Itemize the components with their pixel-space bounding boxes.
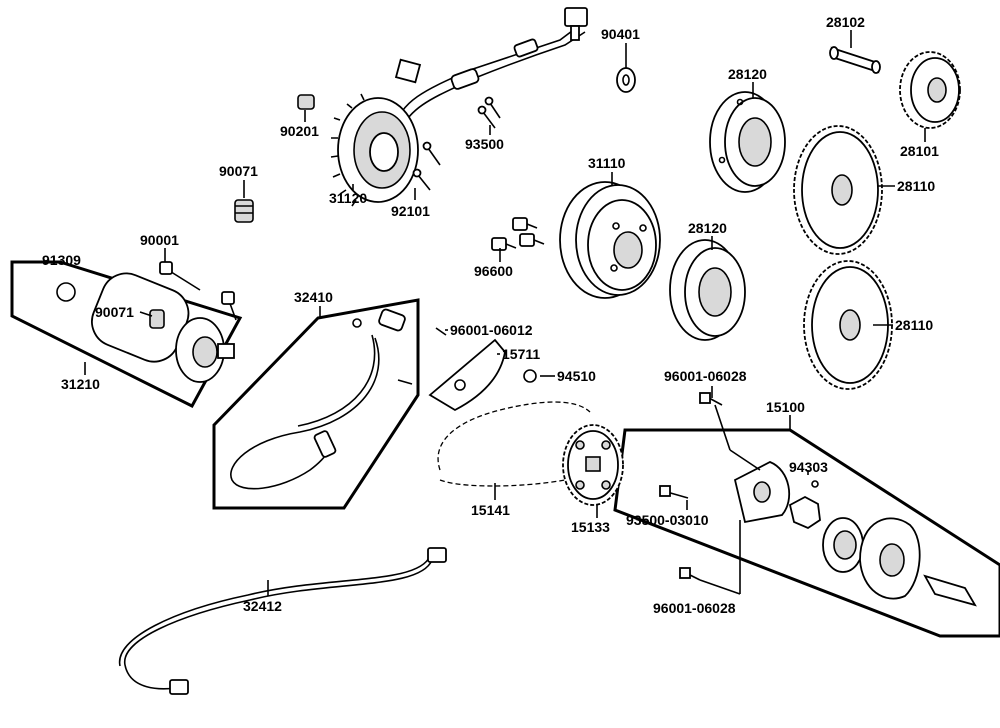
starter-gear-lower (803, 260, 893, 390)
label-94303: 94303 (789, 459, 828, 475)
label-15711: 15711 (502, 346, 540, 362)
label-32410: 32410 (294, 289, 333, 305)
label-96001-06028-bottom: 96001-06028 (653, 600, 736, 616)
label-90401: 90401 (601, 26, 640, 42)
washer-90401 (616, 67, 636, 93)
stator (330, 7, 588, 207)
label-90201: 90201 (280, 123, 319, 139)
shaft-28102 (829, 46, 881, 74)
starter-motor (56, 272, 235, 383)
flywheel (559, 181, 661, 299)
label-31210: 31210 (61, 376, 100, 392)
circlip-94510 (523, 369, 537, 383)
label-28110-lower: 28110 (895, 317, 933, 333)
gear-28101 (899, 51, 961, 129)
nut-90201 (297, 94, 315, 110)
label-96001-06012: 96001-06012 (450, 322, 533, 338)
bolts-90001 (159, 261, 237, 321)
label-90071-top: 90071 (219, 163, 258, 179)
screws-92101 (412, 141, 441, 191)
one-way-clutch-lower (669, 239, 746, 341)
label-94510: 94510 (557, 368, 596, 384)
label-28120-top: 28120 (728, 66, 767, 82)
leader-lines (12, 30, 926, 596)
one-way-clutch-top (709, 91, 786, 193)
oil-pump (659, 392, 977, 607)
label-28101: 28101 (900, 143, 939, 159)
label-28120-lower: 28120 (688, 220, 727, 236)
label-15133: 15133 (571, 519, 610, 535)
cam-chain-cover (397, 327, 506, 412)
sprocket-15133 (562, 424, 624, 506)
label-28110-upper: 28110 (897, 178, 935, 194)
ground-cable (118, 547, 447, 695)
bolts-96600 (491, 217, 545, 251)
label-32412: 32412 (243, 598, 282, 614)
label-90071-starter: 90071 (95, 304, 134, 320)
screws-93500 (477, 96, 501, 129)
starter-cable (230, 308, 406, 490)
label-15141: 15141 (471, 502, 510, 518)
label-15100: 15100 (766, 399, 805, 415)
bolt-90071-top (234, 199, 254, 223)
label-96001-06028-top: 96001-06028 (664, 368, 747, 384)
starter-gear-upper (793, 125, 883, 255)
part-labels: 28102 90401 28120 90201 93500 28101 9007… (42, 14, 939, 616)
label-31110: 31110 (588, 155, 626, 171)
label-90001: 90001 (140, 232, 179, 248)
label-28102: 28102 (826, 14, 865, 30)
label-93500: 93500 (465, 136, 504, 152)
cam-chain (437, 401, 591, 487)
label-31120: 31120 (329, 190, 367, 206)
label-91309: 91309 (42, 252, 81, 268)
starter-cable-group-frame (212, 298, 420, 510)
label-93500-03010: 93500-03010 (626, 512, 709, 528)
label-92101: 92101 (391, 203, 430, 219)
label-96600: 96600 (474, 263, 513, 279)
